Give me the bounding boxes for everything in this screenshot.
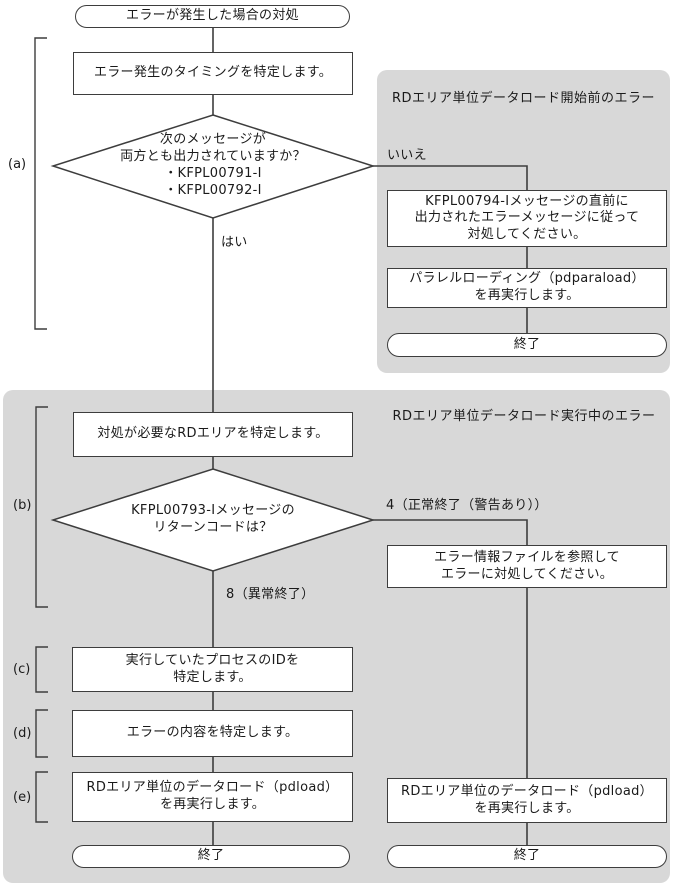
side-label-d: (d) <box>13 726 32 741</box>
side-label-e: (e) <box>13 790 32 805</box>
process-follow-error-message: KFPL00794-Iメッセージの直前に 出力されたエラーメッセージに従って 対… <box>387 190 667 247</box>
label-return-code-8: 8（異常終了） <box>226 587 315 602</box>
bracket-a <box>34 37 47 330</box>
label-return-code-4: 4（正常終了（警告あり）） <box>386 498 548 513</box>
process-identify-process-id: 実行していたプロセスのIDを 特定します。 <box>72 647 353 692</box>
decision-both-messages-text: 次のメッセージが 両方とも出力されていますか？ ・KFPL00791-I ・KF… <box>120 132 306 198</box>
decision-return-code-text: KFPL00793-Iメッセージの リターンコードは？ <box>131 503 295 535</box>
panel-before-load-title: RDエリア単位データロード開始前のエラー <box>391 91 656 106</box>
side-label-c: (c) <box>13 662 31 677</box>
process-identify-timing: エラー発生のタイミングを特定します。 <box>73 52 353 95</box>
bracket-c <box>35 646 48 693</box>
terminator-end-before: 終了 <box>387 333 667 357</box>
process-rerun-pdload-right: RDエリア単位のデータロード（pdload） を再実行します。 <box>387 778 667 823</box>
connector-decision-b-rc4 <box>373 519 528 545</box>
label-yes: はい <box>221 235 248 250</box>
process-rerun-pdload-left: RDエリア単位のデータロード（pdload） を再実行します。 <box>72 772 353 822</box>
start-terminator: エラーが発生した場合の対処 <box>75 5 350 28</box>
decision-return-code-shape <box>50 468 376 572</box>
terminator-end-left: 終了 <box>72 845 350 868</box>
bracket-b <box>35 406 48 608</box>
process-identify-rdarea: 対処が必要なRDエリアを特定します。 <box>73 412 353 457</box>
panel-during-load-title: RDエリア単位データロード実行中のエラー <box>392 409 656 424</box>
side-label-b: (b) <box>13 498 32 513</box>
decision-both-messages-shape <box>50 114 376 219</box>
terminator-end-right: 終了 <box>387 845 667 868</box>
bracket-d <box>35 709 48 758</box>
label-no: いいえ <box>387 148 427 163</box>
side-label-a: (a) <box>8 157 27 172</box>
process-refer-error-file: エラー情報ファイルを参照して エラーに対処してください。 <box>387 545 667 588</box>
process-identify-error-content: エラーの内容を特定します。 <box>72 710 353 757</box>
bracket-e <box>35 771 48 823</box>
process-rerun-pdparaload: パラレルローディング（pdparaload） を再実行します。 <box>387 268 667 308</box>
connector-decision-a-no <box>373 165 528 190</box>
